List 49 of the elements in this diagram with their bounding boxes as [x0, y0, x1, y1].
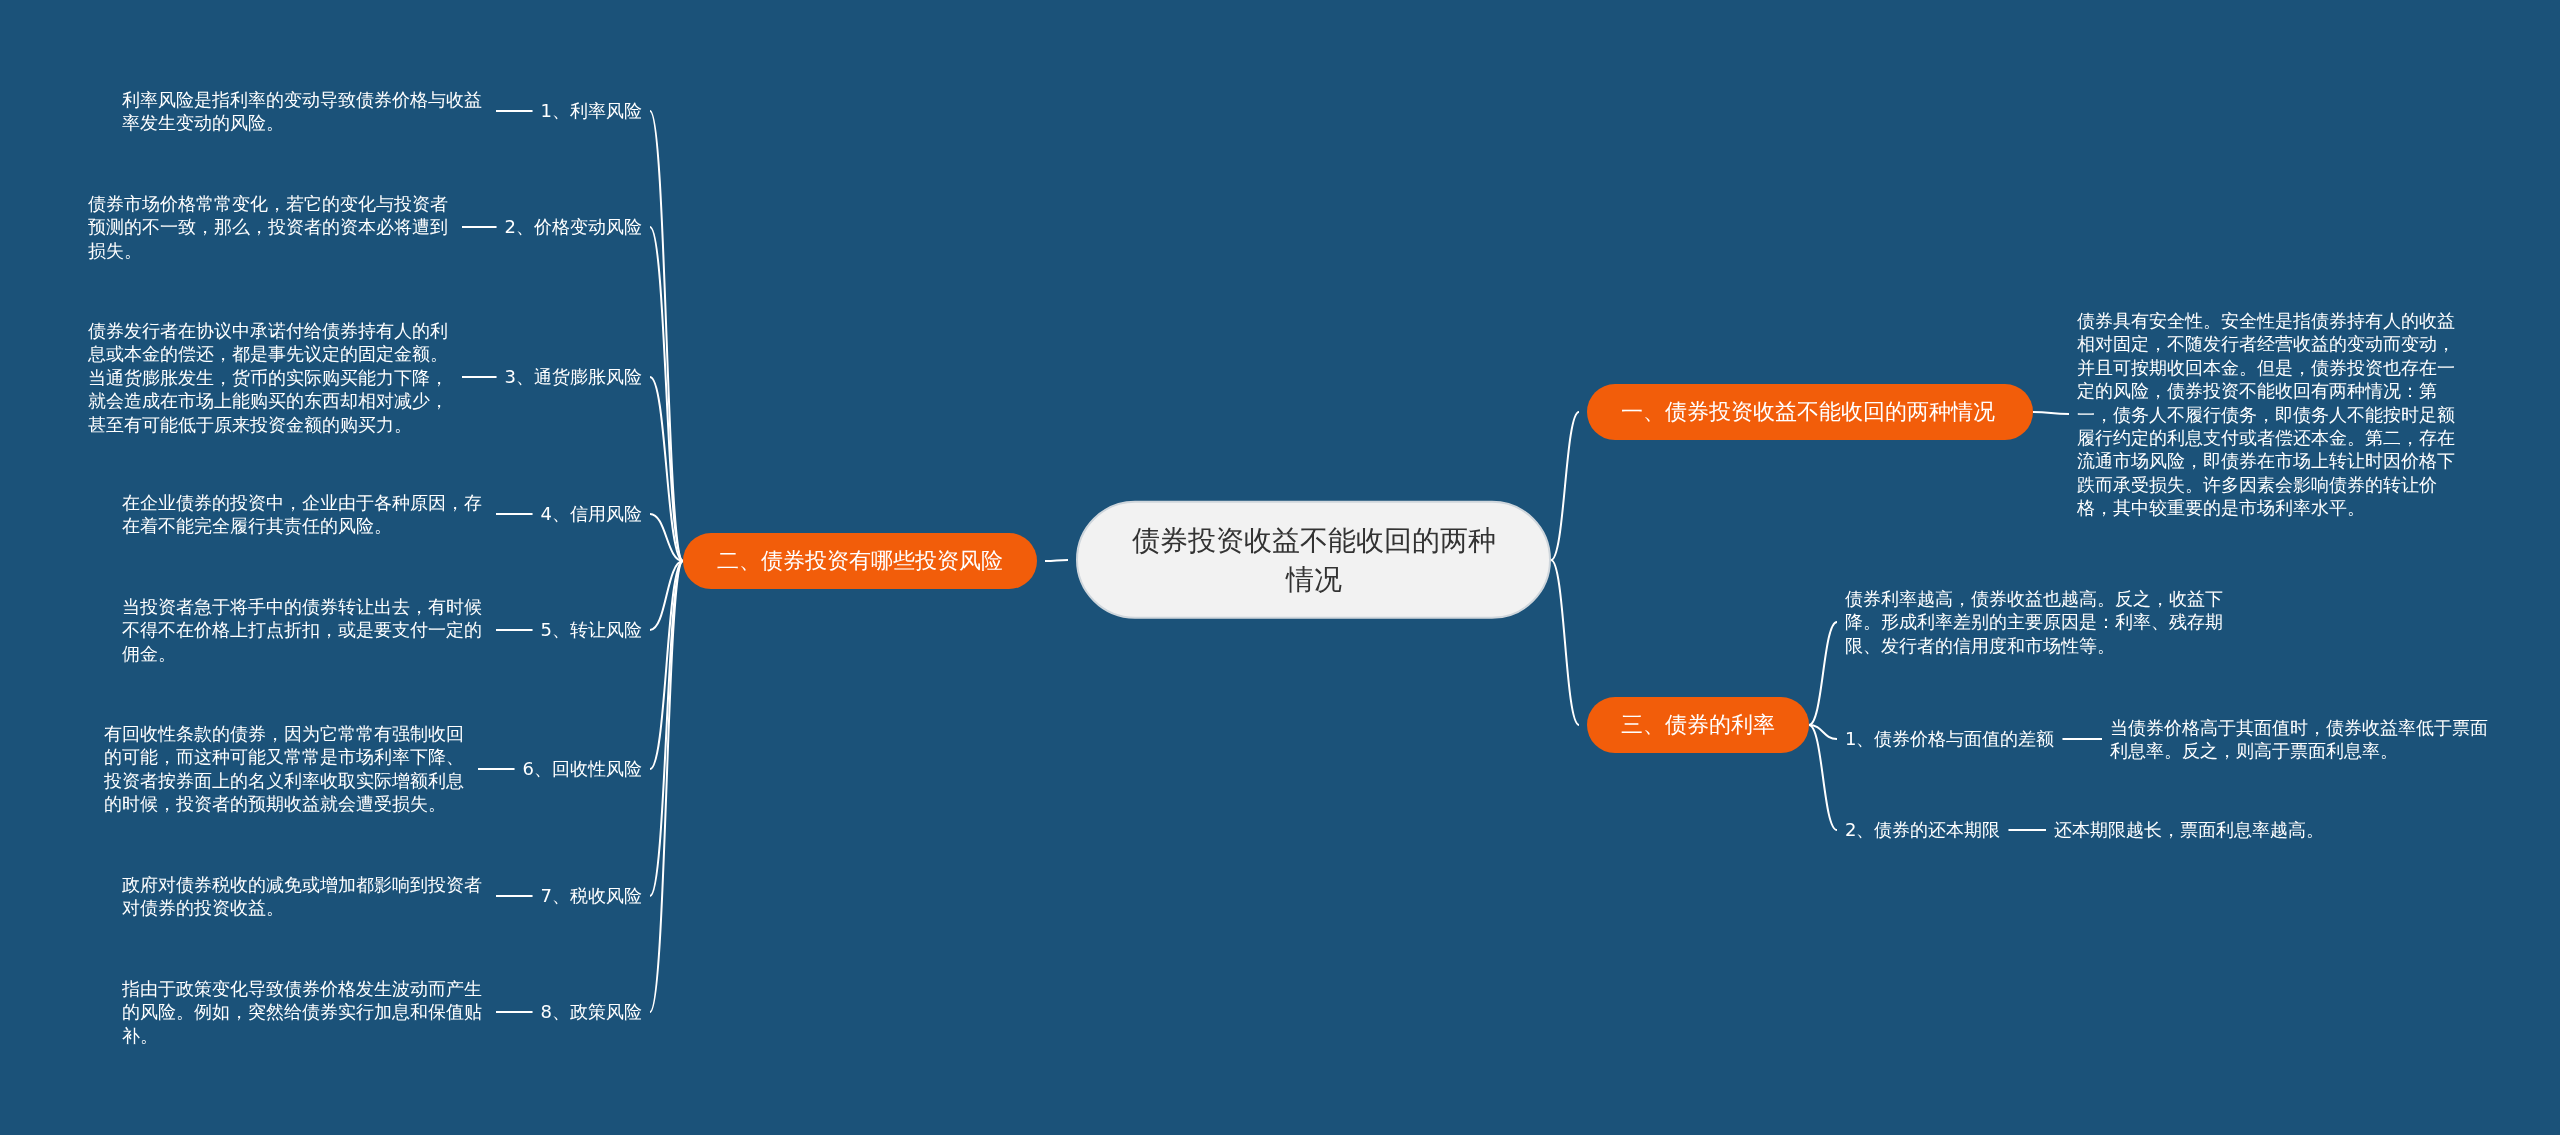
- connector-line: [649, 560, 684, 897]
- connector-line: [1808, 724, 1838, 831]
- note-text: 政府对债券税收的减免或增加都影响到投资者对债券的投资收益。: [122, 872, 488, 920]
- subtopic-label: 5、转让风险: [540, 618, 642, 642]
- connector-line: [477, 768, 516, 770]
- branch-topic: 一、债券投资收益不能收回的两种情况: [1587, 384, 2033, 440]
- connector-line: [1044, 559, 1069, 562]
- connector-line: [2007, 829, 2047, 831]
- subtopic-label: 1、债券价格与面值的差额: [1845, 727, 2055, 751]
- connector-line: [1808, 724, 1838, 740]
- subtopic-label: 7、税收风险: [540, 884, 642, 908]
- subtopic-label: 3、通货膨胀风险: [504, 365, 642, 389]
- note-text: 债券具有安全性。安全性是指债券持有人的收益相对固定，不随发行者经营收益的变动而变动，并且可按期收回本金。但是，债券投资也存在一定的风险，债券投资不能收回有两种情况：第一，债务人不履行债务，即债务人不能按时足额履行约定的利息支付或者偿还本金。第二，存在流通市场风险，即债券在市场上转让时因价格下跌而承受损失。许多因素会影响债券的转让价格，其中较重要的是市场利率水平。: [2077, 308, 2461, 520]
- branch-topic: 二、债券投资有哪些投资风险: [683, 533, 1037, 589]
- subtopic-label: 还本期限越长，票面利息率越高。: [2054, 818, 2324, 842]
- connector-line: [2032, 411, 2070, 415]
- connector-line: [1550, 559, 1580, 726]
- note-text: 指由于政策变化导致债券价格发生波动而产生的风险。例如，突然给债券实行加息和保值贴补。: [122, 976, 488, 1048]
- connector-line: [1550, 411, 1580, 561]
- connector-line: [649, 513, 684, 562]
- connector-line: [495, 110, 534, 112]
- connector-line: [461, 376, 498, 378]
- connector-line: [649, 560, 684, 770]
- note-text: 债券发行者在协议中承诺付给债券持有人的利息或本金的偿还，都是事先议定的固定金额。当通货膨胀发生，货币的实际购买能力下降，就会造成在市场上能购买的东西却相对减少，甚至有可能低于原来投资金额的购买力。: [88, 318, 454, 436]
- subtopic-label: 2、债券的还本期限: [1845, 818, 2001, 842]
- connector-line: [495, 895, 534, 897]
- subtopic-label: 2、价格变动风险: [504, 215, 642, 239]
- connector-line: [461, 226, 498, 228]
- note-text: 有回收性条款的债券，因为它常常有强制收回的可能，而这种可能又常常是市场利率下降、投资者按券面上的名义利率收取实际增额利息的时候，投资者的预期收益就会遭受损失。: [104, 722, 470, 816]
- note-text: 当债券价格高于其面值时，债券收益率低于票面利息率。反之，则高于票面利息率。: [2110, 715, 2494, 763]
- subtopic-label: 4、信用风险: [540, 502, 642, 526]
- subtopic-label: 1、利率风险: [540, 99, 642, 123]
- connector-line: [2061, 738, 2103, 740]
- note-text: 债券市场价格常常变化，若它的变化与投资者预测的不一致，那么，投资者的资本必将遭到损失。: [88, 191, 454, 263]
- connector-line: [495, 1011, 534, 1013]
- note-text: 当投资者急于将手中的债券转让出去，有时候不得不在价格上打点折扣，或是要支付一定的佣金。: [122, 594, 488, 666]
- branch-topic: 三、债券的利率: [1587, 697, 1809, 753]
- note-text: 债券利率越高，债券收益也越高。反之，收益下降。形成利率差别的主要原因是：利率、残存期限、发行者的信用度和市场性等。: [1845, 586, 2229, 658]
- note-text: 利率风险是指利率的变动导致债券价格与收益率发生变动的风险。: [122, 87, 488, 135]
- note-text: 在企业债券的投资中，企业由于各种原因，存在着不能完全履行其责任的风险。: [122, 490, 488, 538]
- connector-line: [495, 513, 534, 515]
- subtopic-label: 8、政策风险: [540, 1000, 642, 1024]
- connector-line: [1808, 621, 1838, 726]
- connector-line: [649, 376, 684, 562]
- connector-line: [649, 226, 684, 562]
- connector-line: [495, 629, 534, 631]
- subtopic-label: 6、回收性风险: [522, 757, 642, 781]
- connector-line: [649, 560, 684, 1013]
- central-topic: 债券投资收益不能收回的两种情况: [1076, 500, 1551, 620]
